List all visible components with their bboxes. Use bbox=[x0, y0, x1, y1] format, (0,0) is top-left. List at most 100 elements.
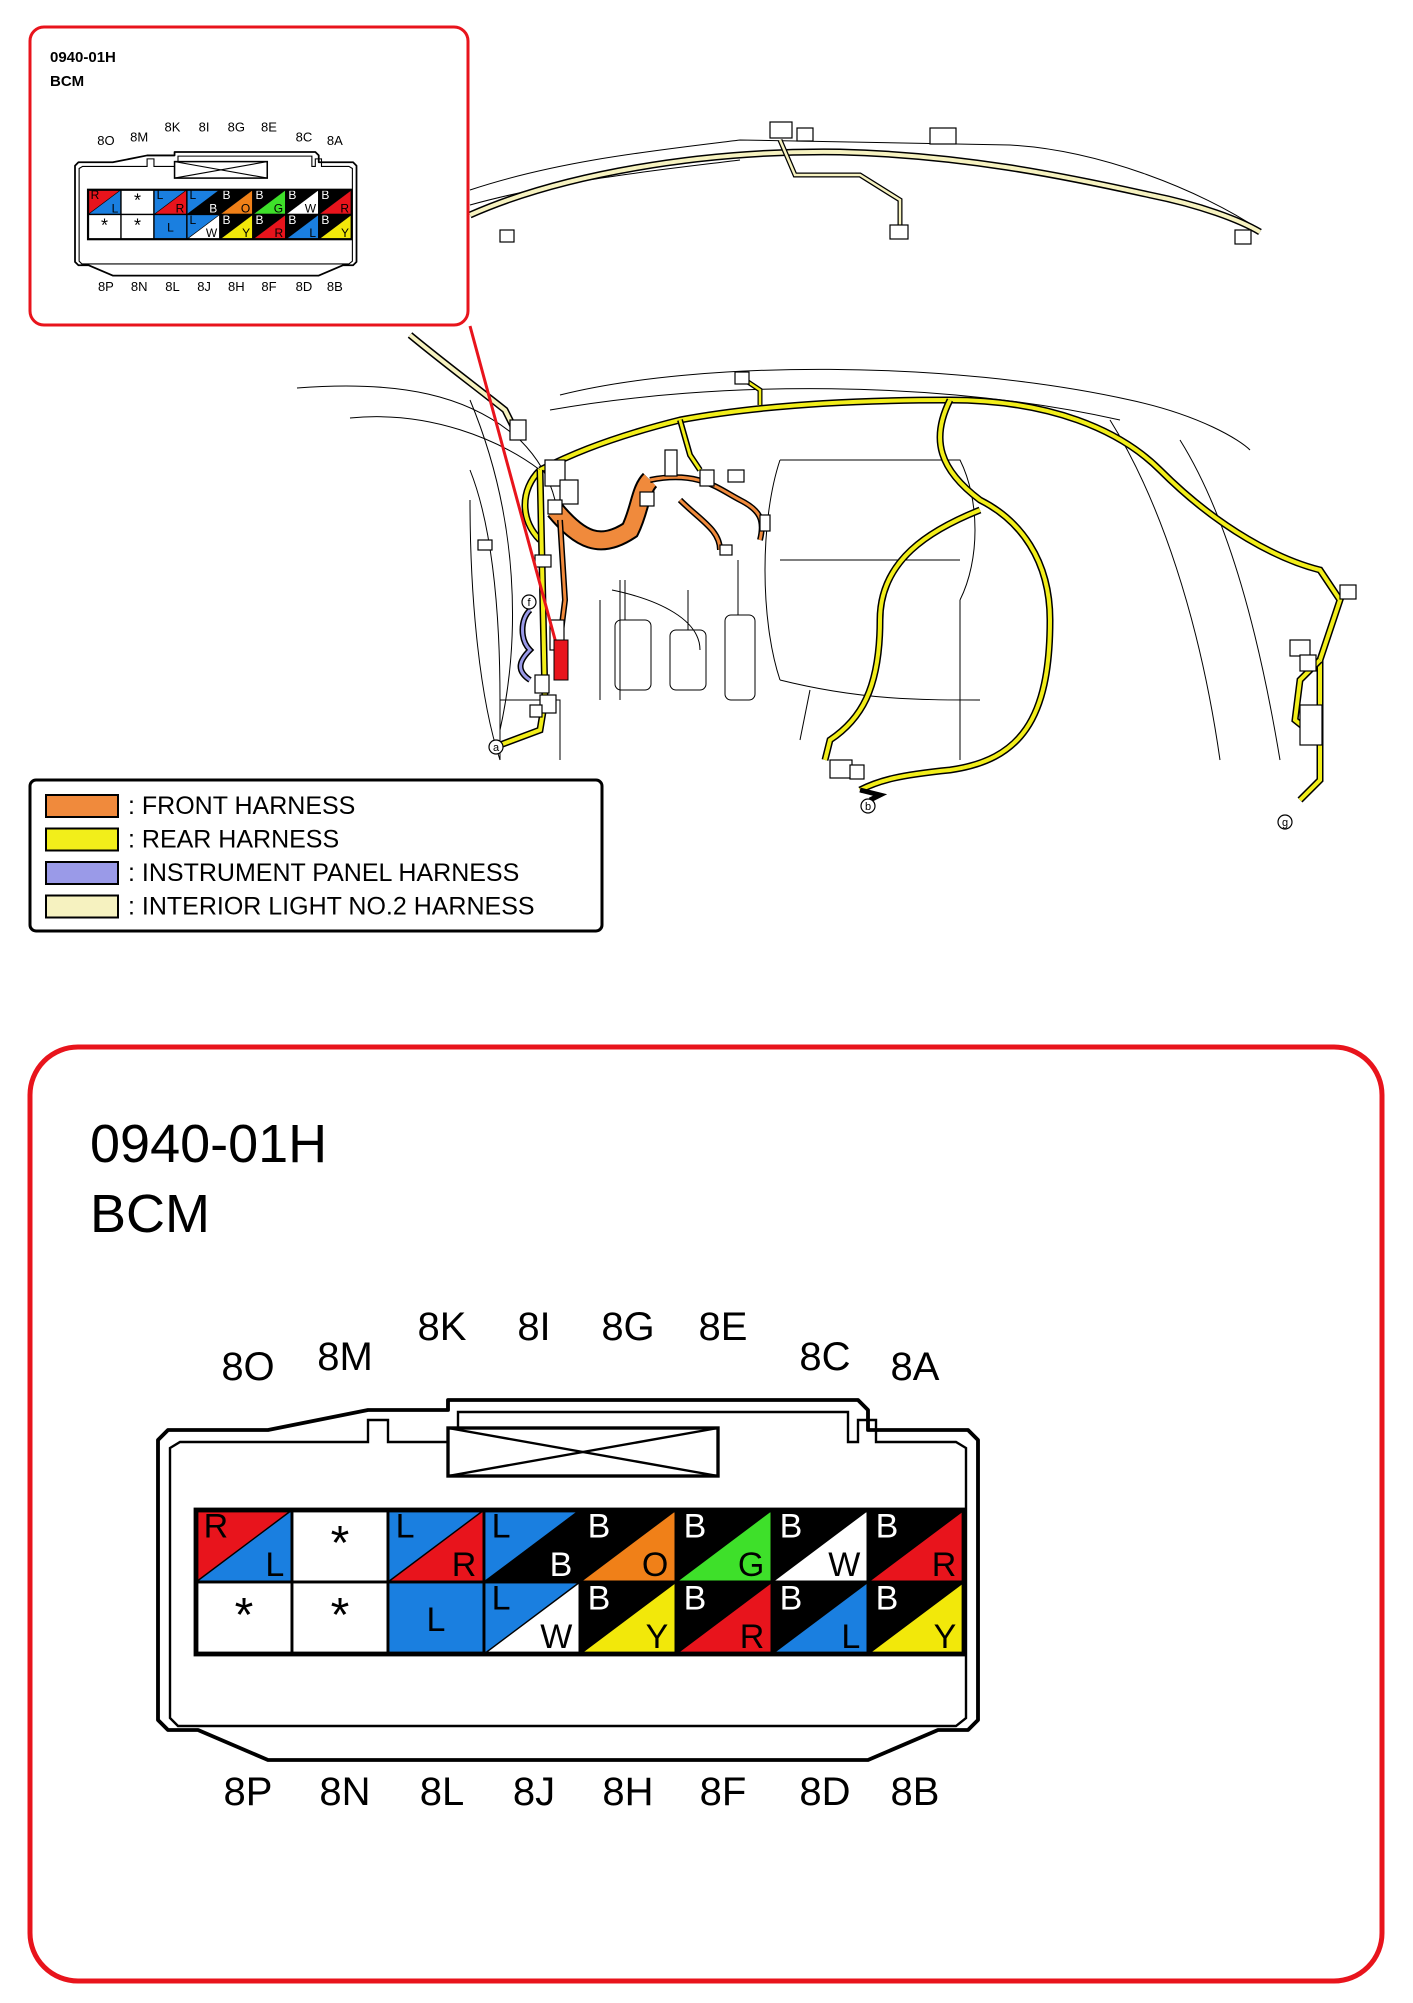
pin-wire-color-stripe: Y bbox=[934, 1618, 957, 1656]
callout-b: b bbox=[860, 798, 876, 814]
large-connector-name: BCM bbox=[90, 1184, 210, 1244]
callout-g-label: g bbox=[1282, 817, 1288, 829]
pin-cell: * bbox=[87, 213, 122, 240]
legend-item: : INSTRUMENT PANEL HARNESS bbox=[45, 859, 519, 887]
pin-wire-color-primary: B bbox=[876, 1579, 899, 1617]
pin-label-top: 8O bbox=[221, 1345, 274, 1389]
pin-fill bbox=[121, 214, 154, 240]
legend-swatch bbox=[45, 794, 119, 818]
pin-unused-mark: * bbox=[134, 215, 141, 235]
pin-wire-color-primary: B bbox=[321, 213, 329, 227]
pin-divider bbox=[387, 1509, 485, 1583]
pin-wire-color: L bbox=[427, 1601, 446, 1639]
pin-cell: LB bbox=[186, 188, 221, 216]
pin-cell: BW bbox=[770, 1507, 870, 1584]
pin-cell: RL bbox=[194, 1507, 294, 1584]
harness-legend: : FRONT HARNESS : REAR HARNESS : INSTRUMEN… bbox=[28, 778, 604, 933]
pin-cell: * bbox=[120, 189, 155, 216]
pin-wire-color-primary: L bbox=[190, 188, 197, 202]
pin-label-bottom: 8J bbox=[513, 1770, 555, 1814]
large-connector-code: 0940-01H bbox=[90, 1114, 327, 1174]
pin-divider bbox=[195, 1509, 293, 1583]
pin-wire-color-stripe: B bbox=[209, 202, 217, 216]
pin-wire-color-primary: L bbox=[190, 213, 197, 227]
pin-fill bbox=[292, 1582, 388, 1654]
vehicle-outline bbox=[296, 139, 1281, 761]
pin-grid-border bbox=[86, 188, 353, 241]
pin-divider bbox=[867, 1509, 965, 1583]
pin-cell: BR bbox=[318, 188, 353, 216]
connector-lock-cross bbox=[447, 1426, 719, 1478]
pin-cell: * bbox=[290, 1508, 390, 1584]
pin-divider bbox=[483, 1581, 581, 1655]
pin-cell: BY bbox=[578, 1579, 678, 1656]
pin-label-bottom: 8P bbox=[98, 279, 114, 294]
pin-divider bbox=[771, 1581, 869, 1655]
callout-a-label: a bbox=[493, 742, 500, 754]
pin-cell: LR bbox=[153, 188, 188, 216]
pin-wire-color-stripe: O bbox=[241, 202, 250, 216]
legend-label: : INSTRUMENT PANEL HARNESS bbox=[128, 859, 519, 887]
pin-wire-color-stripe: R bbox=[932, 1546, 957, 1584]
pin-unused-mark: * bbox=[235, 1589, 254, 1642]
legend-swatch bbox=[45, 894, 119, 919]
legend-item: : INTERIOR LIGHT NO.2 HARNESS bbox=[45, 893, 535, 921]
pin-wire-color-stripe: L bbox=[265, 1546, 284, 1584]
pin-divider bbox=[186, 214, 221, 240]
pin-cell: BG bbox=[674, 1507, 774, 1584]
callout-f-label: f bbox=[527, 597, 531, 609]
bcm-location-marker bbox=[553, 639, 569, 681]
pin-label-top: 8K bbox=[418, 1305, 467, 1349]
pin-cell: BO bbox=[219, 188, 254, 216]
pin-fill bbox=[196, 1582, 292, 1654]
pin-divider bbox=[318, 189, 352, 215]
small-connector-name: BCM bbox=[50, 73, 84, 90]
connector-lock-cross bbox=[174, 161, 268, 179]
pin-label-bottom: 8F bbox=[700, 1770, 747, 1814]
pin-label-bottom: 8N bbox=[131, 279, 148, 294]
pin-label-bottom: 8L bbox=[420, 1770, 465, 1814]
pin-wire-color-stripe: G bbox=[274, 202, 283, 216]
pin-cell: BR bbox=[674, 1579, 774, 1656]
pin-divider bbox=[285, 214, 319, 240]
connector-housing-inner bbox=[78, 155, 353, 265]
pin-label-bottom: 8D bbox=[799, 1770, 850, 1814]
pin-wire-color-stripe: R bbox=[740, 1618, 765, 1656]
pin-wire-color-primary: B bbox=[321, 188, 329, 202]
front-harness bbox=[547, 472, 765, 661]
pin-divider bbox=[219, 214, 254, 240]
pin-cell: BR bbox=[866, 1507, 966, 1584]
pin-cell: L bbox=[153, 213, 188, 240]
pin-wire-color-stripe: G bbox=[738, 1546, 764, 1584]
legend-item: : REAR HARNESS bbox=[45, 826, 339, 854]
pin-label-top: 8G bbox=[228, 119, 245, 134]
pin-wire-color-stripe: L bbox=[309, 226, 316, 240]
pin-label-top: 8O bbox=[97, 133, 114, 148]
pin-unused-mark: * bbox=[331, 1589, 350, 1642]
pin-fill bbox=[292, 1510, 388, 1582]
pin-divider bbox=[675, 1509, 773, 1583]
pin-wire-color-primary: B bbox=[288, 188, 296, 202]
pin-fill bbox=[88, 214, 122, 240]
pin-label-top: 8C bbox=[296, 130, 313, 145]
pin-label-bottom: 8B bbox=[891, 1770, 940, 1814]
pin-divider bbox=[252, 214, 286, 240]
pin-label-bottom: 8N bbox=[319, 1770, 370, 1814]
pin-label-bottom: 8B bbox=[327, 279, 343, 294]
pin-label-bottom: 8H bbox=[228, 279, 245, 294]
legend-item: : FRONT HARNESS bbox=[45, 792, 355, 820]
pin-label-top: 8A bbox=[891, 1345, 940, 1389]
harness-connectors bbox=[477, 371, 1357, 780]
pin-divider bbox=[579, 1581, 677, 1655]
interior-light-connectors bbox=[499, 121, 1252, 245]
small-connector-code: 0940-01H bbox=[50, 49, 116, 66]
pin-wire-color-primary: B bbox=[588, 1507, 611, 1545]
pin-label-top: 8I bbox=[517, 1305, 550, 1349]
pin-label-top: 8A bbox=[327, 133, 343, 148]
pin-cell: BL bbox=[285, 213, 320, 240]
callout-f: f bbox=[521, 594, 537, 610]
pin-wire-color-stripe: O bbox=[642, 1546, 668, 1584]
pin-cell: BO bbox=[578, 1507, 678, 1584]
pin-label-bottom: 8L bbox=[165, 279, 179, 294]
